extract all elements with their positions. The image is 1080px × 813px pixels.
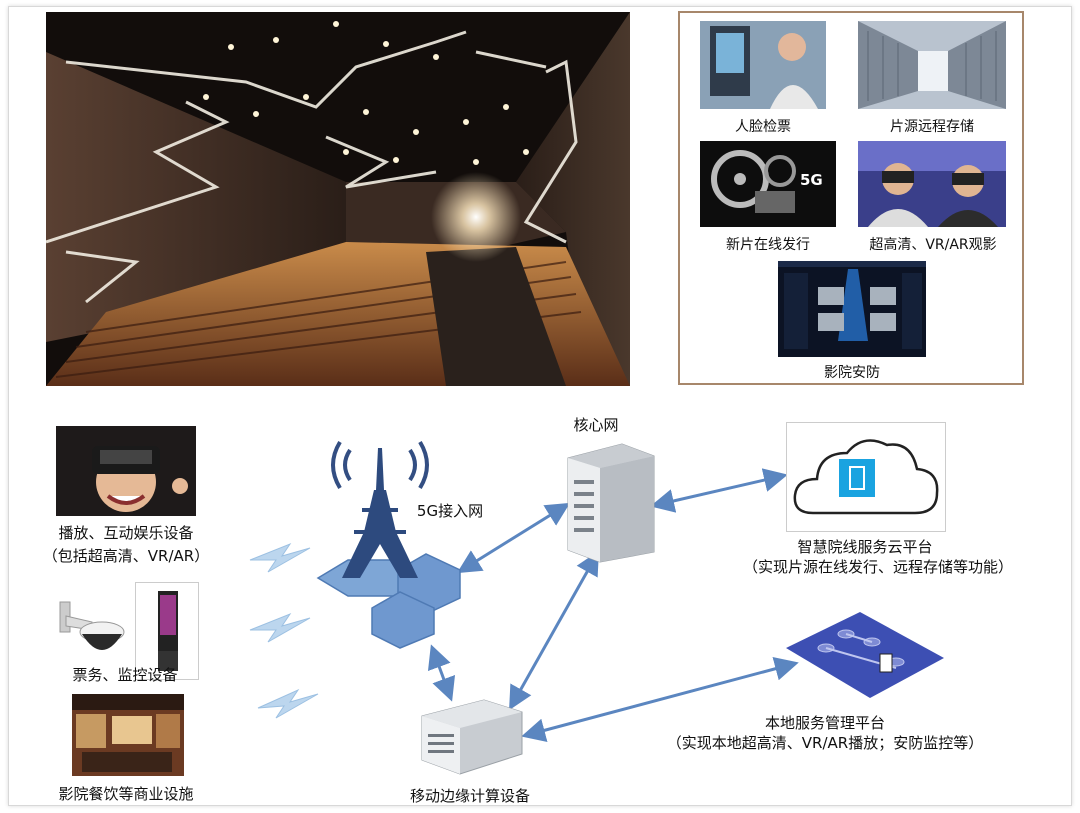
core-network-server-icon [562,440,658,564]
ticketing-monitoring-label: 票务、监控设备 [40,664,210,685]
entertainment-devices-sublabel: （包括超高清、VR/AR） [28,545,224,566]
dining-facilities-label: 影院餐饮等商业设施 [36,783,216,804]
local-platform-desc: （实现本地超高清、VR/AR播放；安防监控等） [630,732,1020,753]
cinema-dining-photo [72,694,184,776]
vr-headset-photo [56,426,196,516]
cloud-platform-box [786,422,946,532]
core-cloud-link [656,476,782,505]
cloud-platform-title: 智慧院线服务云平台 [770,536,960,557]
edge-computing-device-icon [418,694,526,780]
access-network-label: 5G接入网 [400,500,500,521]
local-platform-title: 本地服务管理平台 [740,712,910,733]
edge-device-label: 移动边缘计算设备 [380,785,560,806]
lightning-icon [258,690,318,718]
cloud-platform-desc: （实现片源在线发行、远程存储等功能） [720,556,1036,577]
access-edge-link [433,650,450,696]
five-g-tower-icon [300,420,470,650]
entertainment-devices-label: 播放、互动娱乐设备 [28,522,224,543]
cloud-icon [787,423,945,531]
edge-core-link [512,556,596,705]
core-network-label: 核心网 [566,414,626,435]
local-platform-network-icon [786,612,946,700]
